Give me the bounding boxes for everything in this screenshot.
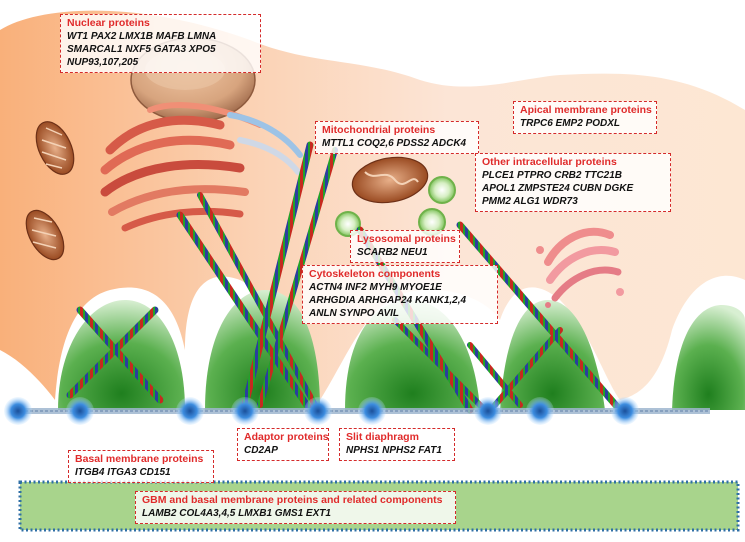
label-apical-membrane-proteins: Apical membrane proteins TRPC6 EMP2 PODX…	[513, 101, 657, 134]
label-cytoskeleton-components: Cytoskeleton components ACTN4 INF2 MYH9 …	[302, 265, 498, 324]
label-title: Other intracellular proteins	[482, 156, 617, 168]
label-title: Slit diaphragm	[346, 431, 419, 443]
label-title: Basal membrane proteins	[75, 453, 204, 465]
slit-diaphragm-node-icon	[231, 397, 259, 425]
slit-diaphragm-node-icon	[4, 397, 32, 425]
mitochondrion-icon	[35, 121, 75, 175]
label-line: ANLN SYNPO AVIL	[309, 308, 400, 319]
slit-diaphragm-node-icon	[474, 397, 502, 425]
label-nuclear-proteins: Nuclear proteins WT1 PAX2 LMX1B MAFB LMN…	[60, 14, 261, 73]
label-line: MTTL1 COQ2,6 PDSS2 ADCK4	[322, 138, 467, 149]
lysosome-icon	[428, 176, 456, 204]
label-slit-diaphragm: Slit diaphragm NPHS1 NPHS2 FAT1	[339, 428, 455, 461]
foot-process	[345, 300, 480, 410]
label-line: ACTN4 INF2 MYH9 MYOE1E	[309, 282, 442, 293]
actin-filament	[241, 141, 314, 409]
label-basal-membrane-proteins: Basal membrane proteins ITGB4 ITGA3 CD15…	[68, 450, 214, 483]
actin-filament	[492, 327, 563, 408]
label-line: CD2AP	[244, 445, 278, 456]
label-other-intracellular-proteins: Other intracellular proteins PLCE1 PTPRO…	[475, 153, 671, 212]
label-line: NUP93,107,205	[67, 57, 139, 68]
golgi-apparatus-icon	[536, 227, 624, 308]
label-line: WT1 PAX2 LMX1B MAFB LMNA	[67, 31, 217, 42]
foot-process	[672, 305, 745, 410]
label-line: ARHGDIA ARHGAP24 KANK1,2,4	[309, 295, 467, 306]
actin-filament	[76, 306, 164, 404]
label-line: PMM2 ALG1 WDR73	[482, 196, 578, 207]
label-title: GBM and basal membrane proteins and rela…	[142, 494, 443, 506]
slit-diaphragm-node-icon	[358, 397, 386, 425]
actin-filament	[392, 317, 488, 413]
label-gbm-components: GBM and basal membrane proteins and rela…	[135, 491, 456, 524]
foot-process	[500, 300, 605, 410]
actin-filament	[176, 211, 314, 414]
label-title: Mitochondrial proteins	[322, 124, 436, 136]
label-lysosomal-proteins: Lysosomal proteins SCARB2 NEU1	[350, 230, 460, 263]
label-title: Nuclear proteins	[67, 17, 150, 29]
label-title: Apical membrane proteins	[520, 104, 652, 116]
label-title: Cytoskeleton components	[309, 268, 441, 280]
slit-diaphragm-node-icon	[304, 397, 332, 425]
actin-filament	[456, 221, 624, 414]
label-line: NPHS1 NPHS2 FAT1	[346, 445, 442, 456]
slit-diaphragm-node-icon	[66, 397, 94, 425]
label-line: PLCE1 PTPRO CRB2 TTC21B	[482, 170, 623, 181]
label-line: SCARB2 NEU1	[357, 247, 428, 258]
label-mitochondrial-proteins: Mitochondrial proteins MTTL1 COQ2,6 PDSS…	[315, 121, 479, 154]
label-adaptor-proteins: Adaptor proteins CD2AP	[237, 428, 329, 461]
actin-filament	[197, 192, 318, 408]
slit-diaphragm-node-icon	[176, 397, 204, 425]
actin-filament	[66, 306, 159, 399]
actin-filament	[257, 147, 338, 408]
actin-filament	[467, 342, 523, 408]
label-line: ITGB4 ITGA3 CD151	[75, 467, 171, 478]
slit-diaphragm-node-icon	[611, 397, 639, 425]
mitochondrion-icon	[25, 209, 65, 261]
label-line: LAMB2 COL4A3,4,5 LMXB1 GMS1 EXT1	[142, 508, 331, 519]
label-line: SMARCAL1 NXF5 GATA3 XPO5	[67, 44, 216, 55]
label-title: Adaptor proteins	[244, 431, 329, 443]
label-line: TRPC6 EMP2 PODXL	[520, 118, 621, 129]
label-title: Lysosomal proteins	[357, 233, 456, 245]
mitochondrion-icon	[351, 156, 429, 204]
slit-diaphragm-node-icon	[526, 397, 554, 425]
endoplasmic-reticulum-icon	[100, 102, 303, 232]
label-line: APOL1 ZMPSTE24 CUBN DGKE	[482, 183, 634, 194]
